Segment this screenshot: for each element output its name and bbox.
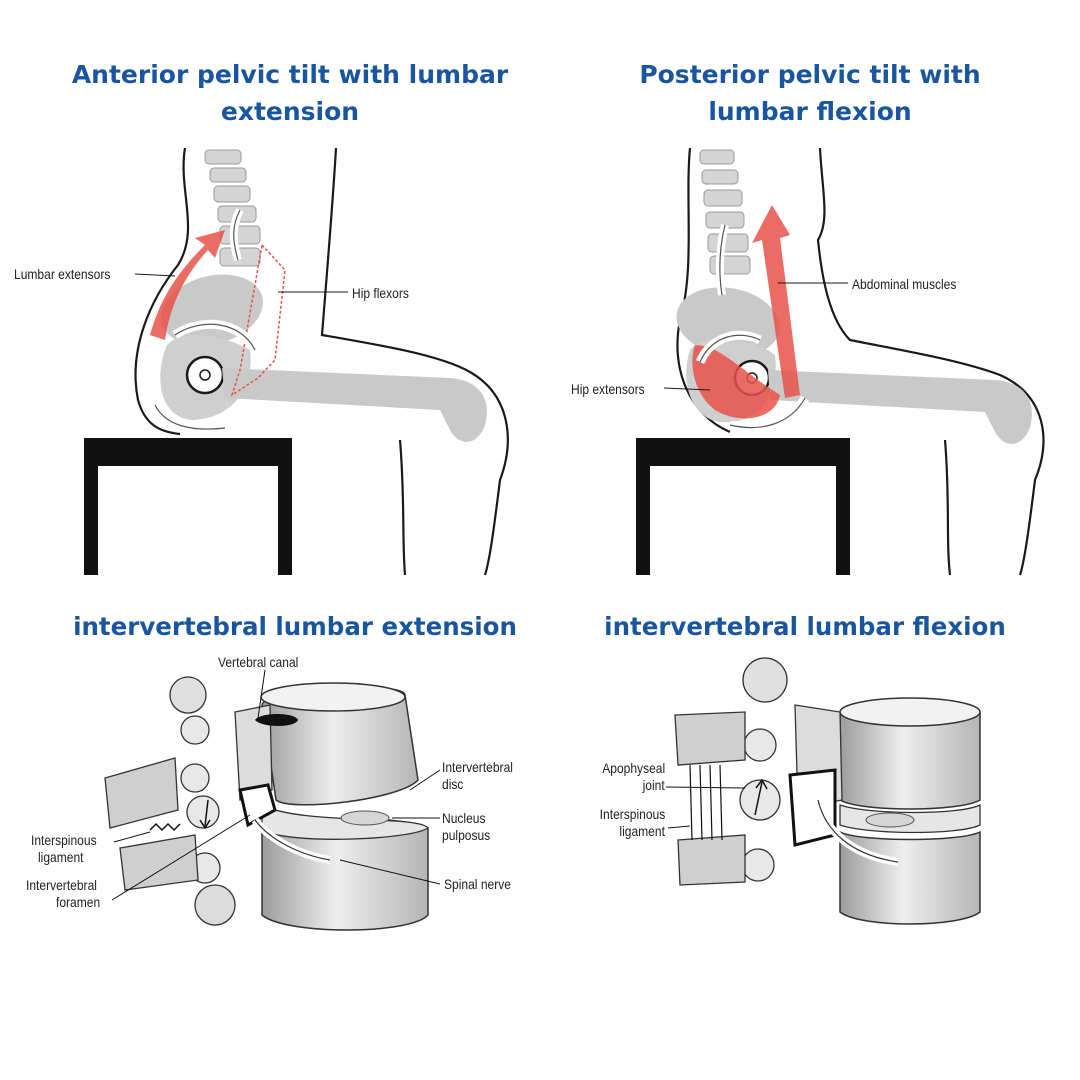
spinous-process-upper-b bbox=[674, 711, 746, 766]
label-nucleus-pulposus-1: Nucleus bbox=[442, 810, 486, 826]
label-apophyseal-joint-1: Apophyseal bbox=[602, 760, 665, 776]
label-intervertebral-foramen-1: Intervertebral bbox=[26, 877, 97, 893]
label-lumbar-extensors: Lumbar extensors bbox=[14, 266, 111, 282]
label-spinal-nerve: Spinal nerve bbox=[444, 876, 511, 892]
label-interspinous-ligament-2: ligament bbox=[38, 849, 84, 865]
title-intervertebral-extension: intervertebral lumbar extension bbox=[73, 612, 517, 641]
facet-lower-b bbox=[194, 884, 236, 926]
stool-b bbox=[636, 438, 850, 575]
front-torso-outline-b bbox=[816, 147, 1045, 576]
label-interspinous-ligament-1: Interspinous bbox=[31, 832, 97, 848]
pedicle-upper bbox=[234, 704, 273, 801]
interspinous-ligament bbox=[149, 822, 181, 832]
spinous-process-upper bbox=[104, 757, 179, 829]
label-vertebral-canal: Vertebral canal bbox=[218, 654, 299, 670]
femur-b bbox=[768, 370, 1032, 444]
facet-mid-b1 bbox=[739, 779, 781, 821]
hip-extensor-muscle bbox=[692, 345, 780, 419]
lower-vertebral-body-b bbox=[839, 830, 981, 925]
facet-upper-b1 bbox=[742, 657, 788, 703]
facet-upper-b bbox=[180, 715, 210, 745]
label-intervertebral-foramen-2: foramen bbox=[56, 894, 101, 910]
facet-upper-b2 bbox=[743, 728, 777, 762]
label-interspinous-ligament-b-2: ligament bbox=[619, 823, 665, 839]
abdominal-muscle-arrow bbox=[752, 205, 800, 398]
label-hip-flexors: Hip flexors bbox=[352, 285, 409, 301]
spinous-process-lower bbox=[119, 834, 199, 891]
nucleus-pulposus-b bbox=[865, 812, 915, 828]
canal-opening bbox=[255, 714, 298, 726]
spinous-process-lower-b bbox=[677, 834, 746, 886]
label-abdominal-muscles: Abdominal muscles bbox=[852, 276, 957, 292]
title-posterior-pelvic-tilt: Posterior pelvic tilt with lumbar flexio… bbox=[639, 60, 981, 126]
title-anterior-pelvic-tilt: Anterior pelvic tilt with lumbar extensi… bbox=[71, 60, 509, 126]
back-outline bbox=[134, 147, 190, 436]
facet-mid-a bbox=[180, 763, 210, 793]
extension-arrow-ext bbox=[204, 799, 209, 827]
label-hip-extensors: Hip extensors bbox=[571, 381, 645, 397]
hip-flexor-muscle bbox=[230, 243, 286, 397]
lumbar-extensor-arrow bbox=[150, 230, 225, 340]
label-intervertebral-disc-1: Intervertebral bbox=[442, 759, 513, 775]
label-nucleus-pulposus-2: pulposus bbox=[442, 827, 491, 843]
lower-leg-outline bbox=[398, 439, 407, 576]
nucleus-pulposus bbox=[340, 810, 390, 826]
label-apophyseal-joint-2: joint bbox=[642, 777, 665, 793]
label-intervertebral-disc-2: disc bbox=[442, 776, 464, 792]
femur bbox=[222, 368, 487, 442]
stool bbox=[84, 438, 292, 575]
facet-mid-b bbox=[186, 795, 220, 829]
lower-leg-outline-b bbox=[943, 439, 952, 576]
facet-upper-a bbox=[169, 676, 207, 714]
foramen bbox=[238, 783, 277, 828]
label-interspinous-ligament-b-1: Interspinous bbox=[599, 806, 665, 822]
facet-lower-b1 bbox=[741, 848, 775, 882]
foramen-b bbox=[788, 768, 837, 847]
title-intervertebral-flexion: intervertebral lumbar flexion bbox=[604, 612, 1006, 641]
interspinous-ligament-b bbox=[689, 764, 723, 841]
front-torso-outline bbox=[320, 147, 509, 576]
